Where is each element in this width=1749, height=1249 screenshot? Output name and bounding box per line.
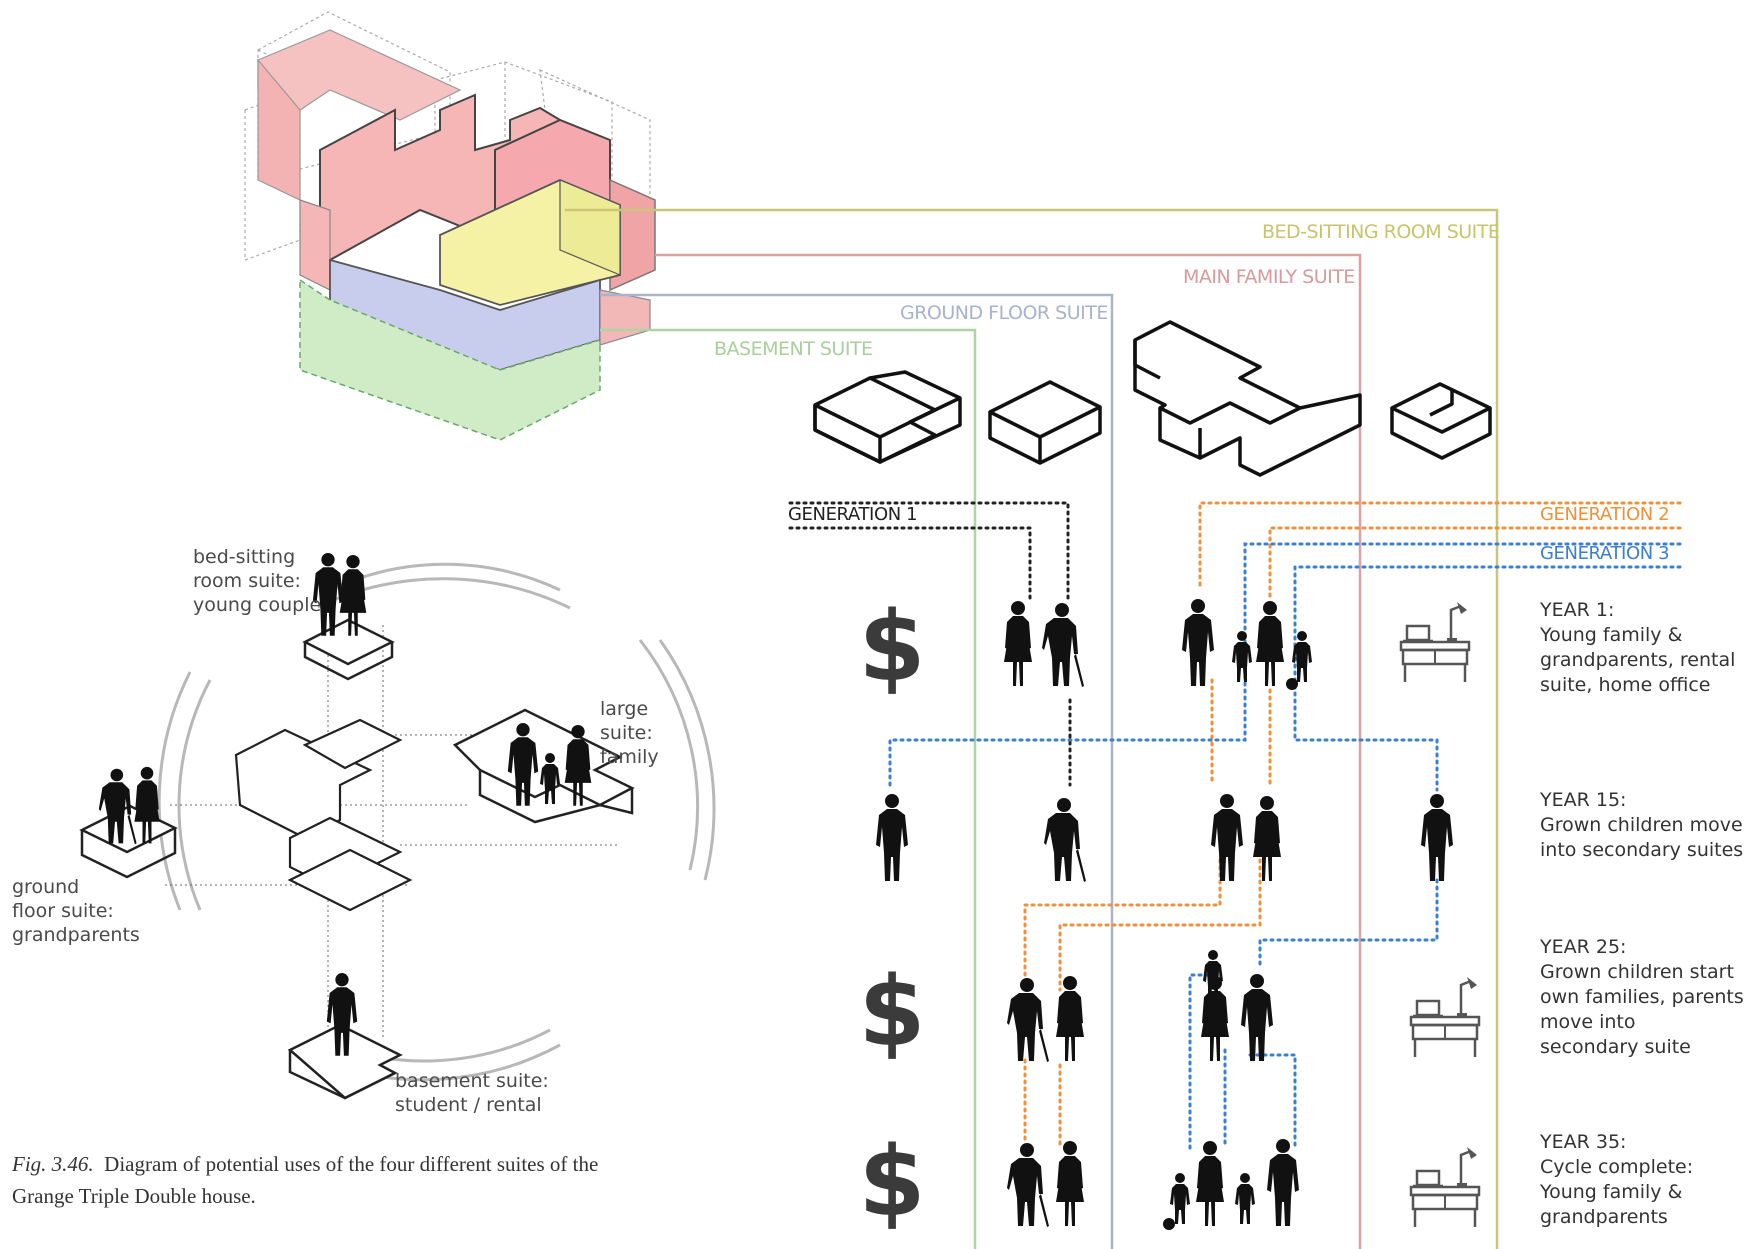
- row1-elders: [1004, 601, 1084, 687]
- cycle-label-large: large suite: family: [600, 698, 659, 768]
- leader-main-family: [655, 253, 1362, 1249]
- row4-elders: [1007, 1141, 1084, 1227]
- generation-1-label: GENERATION 1: [788, 504, 918, 525]
- leader-bed-sitting: [565, 208, 1499, 1249]
- timeline-entry-year-35: YEAR 35:Cycle complete: Young family & g…: [1540, 1131, 1694, 1228]
- basement-suite-label: BASEMENT SUITE: [714, 338, 873, 360]
- rental-dollar-icons: $ $ $: [859, 591, 926, 1238]
- row3-desk-icon: [1409, 975, 1481, 1059]
- dollar-icon: $: [859, 591, 926, 703]
- leader-ground-floor: [600, 293, 1114, 1249]
- row1-desk-icon: [1399, 600, 1471, 684]
- row4-desk-icon: [1409, 1145, 1481, 1229]
- dollar-icon: $: [859, 956, 926, 1068]
- bed-sitting-suite-label: BED-SITTING ROOM SUITE: [1262, 221, 1500, 243]
- cycle-diagram: [79, 553, 716, 1100]
- timeline-entry-year-25: YEAR 25:Grown children start own familie…: [1540, 936, 1744, 1058]
- generation-2-label: GENERATION 2: [1540, 504, 1670, 525]
- row3-family: [1201, 950, 1273, 1061]
- row2-person-basement: [876, 794, 908, 881]
- ground-floor-suite-icon: [988, 380, 1102, 465]
- caption-text: Diagram of potential uses of the four di…: [12, 1152, 599, 1208]
- row4-family: [1163, 1139, 1299, 1230]
- generation-lines: [788, 501, 1682, 1152]
- generation-3-label: GENERATION 3: [1540, 543, 1670, 564]
- row2-person-bedsit: [1421, 794, 1453, 881]
- suite-icons: [813, 320, 1492, 477]
- dollar-icon: $: [859, 1126, 926, 1238]
- cycle-label-bed-sitting: bed-sitting room suite: young couple: [193, 546, 322, 616]
- massing-model: [244, 11, 656, 441]
- figure-number: Fig. 3.46.: [12, 1152, 94, 1176]
- timeline-entry-year-1: YEAR 1:Young family & grandparents, rent…: [1540, 599, 1736, 696]
- cycle-center-plan: [234, 718, 413, 912]
- cycle-label-ground: ground floor suite: grandparents: [12, 876, 140, 946]
- cycle-arrows: [157, 562, 716, 1082]
- row3-elders: [1007, 976, 1084, 1062]
- main-family-suite-icon: [1133, 320, 1362, 477]
- row2-elder: [1044, 798, 1086, 882]
- ground-floor-suite-label: GROUND FLOOR SUITE: [900, 302, 1108, 324]
- timeline-grid: [876, 599, 1481, 1230]
- row1-family: [1182, 599, 1312, 690]
- cycle-label-basement: basement suite: student / rental: [395, 1070, 549, 1116]
- suite-leader-lines: [565, 208, 1499, 1249]
- basement-suite-icon: [813, 370, 962, 464]
- figure-caption: Fig. 3.46. Diagram of potential uses of …: [12, 1148, 652, 1212]
- main-family-suite-label: MAIN FAMILY SUITE: [1183, 266, 1355, 288]
- bed-sitting-suite-icon: [1390, 382, 1492, 460]
- leader-basement: [600, 328, 977, 1249]
- row2-couple: [1211, 794, 1281, 881]
- timeline-entry-year-15: YEAR 15:Grown children move into seconda…: [1540, 789, 1744, 861]
- cycle-dotted-links: [165, 625, 620, 1040]
